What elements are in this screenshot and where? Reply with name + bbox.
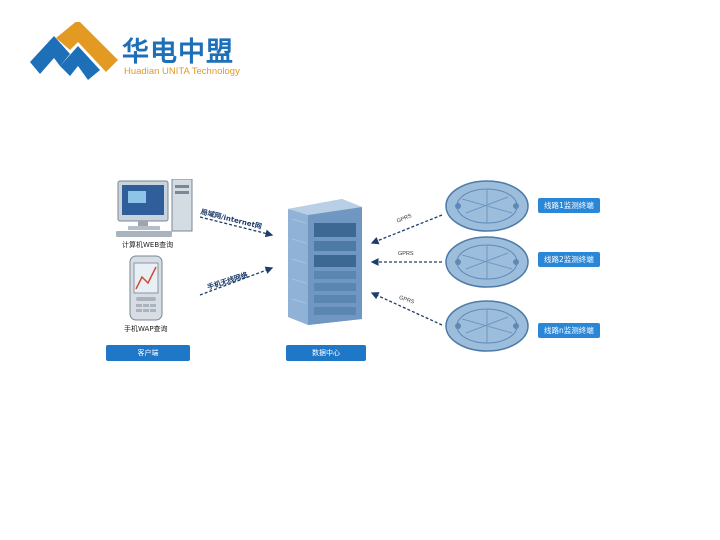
- client-group-label: 客户端: [106, 345, 190, 361]
- data-center-label: 数据中心: [286, 345, 366, 361]
- mobile-phone-icon: [129, 255, 163, 321]
- terminal-device-icon: [445, 236, 529, 288]
- terminal-device-icon: [445, 180, 529, 232]
- terminal-label-2: 线路2监测终端: [538, 252, 600, 267]
- computer-web-label: 计算机WEB查询: [122, 241, 174, 249]
- arrow-terminal1-to-server: [370, 214, 443, 245]
- system-diagram: 计算机WEB查询 手机WAP查询 客户端 局域网/internet网 手机无线网…: [100, 165, 640, 390]
- terminal-label-1: 线路1监测终端: [538, 198, 600, 213]
- logo-english-name: Huadian UNITA Technology: [124, 66, 240, 77]
- diagram-canvas: [199, 214, 443, 326]
- terminal-label-3: 线路n监测终端: [538, 323, 600, 338]
- company-logo: 华电中盟 Huadian UNITA Technology: [30, 22, 250, 92]
- server-icon: [288, 199, 362, 325]
- arrow-mobile-to-server: [199, 266, 274, 296]
- arrow-lan-to-server: [199, 216, 274, 238]
- terminal-device-icon: [445, 300, 529, 352]
- arrow-terminal3-to-server: [370, 292, 443, 326]
- logo-mountain-icon: [30, 22, 118, 80]
- computer-icon: [116, 179, 193, 237]
- gprs-label-2: GPRS: [398, 251, 414, 257]
- phone-wap-label: 手机WAP查询: [124, 325, 168, 333]
- logo-chinese-name: 华电中盟: [122, 37, 234, 68]
